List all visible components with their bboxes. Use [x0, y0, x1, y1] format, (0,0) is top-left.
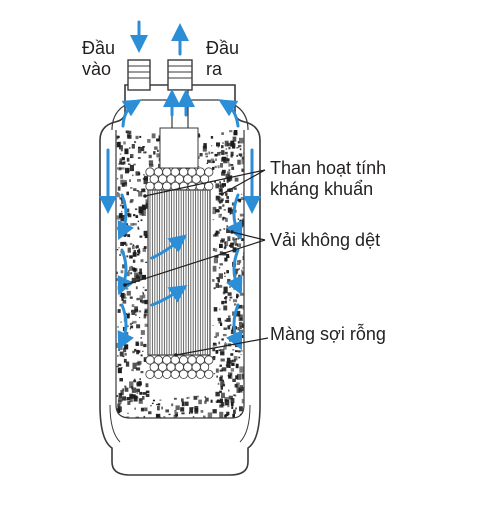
- outlet-label: Đầu ra: [206, 38, 239, 80]
- inlet-label: Đầu vào: [82, 38, 115, 80]
- outlet-nozzle: [167, 59, 193, 131]
- outlet-label-line2: ra: [206, 59, 223, 79]
- flow-arrows: [99, 20, 261, 351]
- hollow-fiber-label: Màng sợi rỗng: [270, 324, 386, 344]
- carbon-label: Than hoạt tính kháng khuẩn: [270, 158, 386, 200]
- housing-inner-line: [109, 404, 121, 443]
- top-hex-cap: [145, 167, 214, 191]
- outlet-label-line1: Đầu: [206, 38, 240, 58]
- nonwoven-label: Vải không dệt: [270, 230, 381, 250]
- carbon-label-line2: kháng khuẩn: [270, 179, 374, 199]
- inlet-label-line2: vào: [82, 59, 112, 79]
- carbon-layer-outline: [115, 130, 245, 419]
- carbon-label-line1: Than hoạt tính: [270, 158, 387, 178]
- leader-dots: [123, 192, 234, 357]
- collection-tube: [159, 127, 199, 169]
- bottom-hex-cap: [145, 355, 214, 379]
- leader-lines: [124, 169, 269, 356]
- inlet-label-line1: Đầu: [82, 38, 116, 58]
- hollow-fiber-core: [147, 189, 211, 356]
- inlet-nozzle: [127, 59, 151, 91]
